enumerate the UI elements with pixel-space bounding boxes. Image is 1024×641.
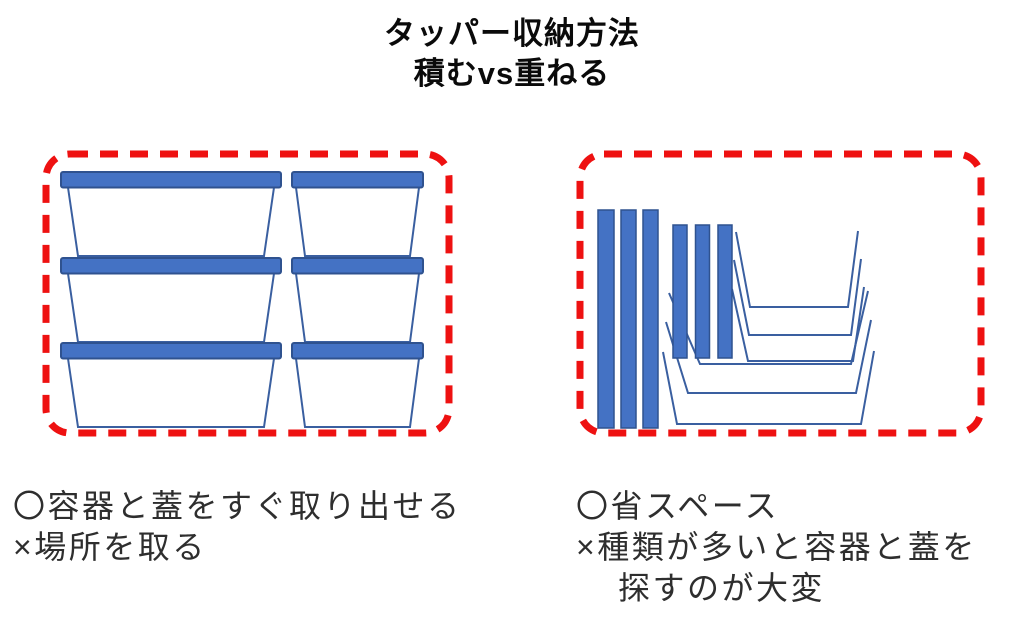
container-lid xyxy=(291,171,424,189)
nested-container-outline xyxy=(733,258,862,336)
container-lid xyxy=(291,257,424,275)
nested-container-outline xyxy=(662,350,875,425)
left-note: 〇容器と蓋をすぐ取り出せる ×場所を取る xyxy=(13,486,462,568)
stacked-container xyxy=(291,257,424,343)
container-lid xyxy=(60,257,282,275)
container-body xyxy=(66,186,276,257)
right-note-con-line1: ×種類が多いと容器と蓋を xyxy=(576,529,977,565)
stacked-container xyxy=(60,171,282,257)
container-lid xyxy=(60,342,282,360)
lid-standing-short xyxy=(672,224,688,359)
stacked-container xyxy=(60,257,282,343)
stacked-container xyxy=(291,171,424,257)
right-note: 〇省スペース ×種類が多いと容器と蓋を 探すのが大変 xyxy=(576,486,977,609)
title-line-2: 積むvs重ねる xyxy=(413,56,611,91)
nested-containers-large xyxy=(662,290,875,425)
nested-container-outline xyxy=(731,286,865,362)
left-note-con: ×場所を取る xyxy=(13,529,207,565)
right-note-pro: 〇省スペース xyxy=(576,488,780,524)
standing-lids-tall xyxy=(597,209,659,429)
title-line-1: タッパー収納方法 xyxy=(384,16,640,51)
container-body xyxy=(294,272,421,343)
container-body xyxy=(66,272,276,343)
stacked-container xyxy=(60,342,282,428)
lid-standing-short xyxy=(717,224,733,359)
lid-standing-tall xyxy=(597,209,615,429)
container-lid xyxy=(291,342,424,360)
right-note-con-line2: 探すのが大変 xyxy=(618,570,826,606)
lid-standing-tall xyxy=(642,209,659,429)
nested-container-outline xyxy=(735,230,859,308)
container-lid xyxy=(60,171,282,189)
lid-standing-short xyxy=(694,224,711,359)
container-body xyxy=(66,357,276,428)
right-dashed-zone xyxy=(576,150,985,437)
stacked-container xyxy=(291,342,424,428)
container-body xyxy=(294,357,421,428)
nested-containers-small xyxy=(731,230,865,362)
page-title: タッパー収納方法 積むvs重ねる xyxy=(0,14,1024,94)
left-note-pro: 〇容器と蓋をすぐ取り出せる xyxy=(13,488,462,524)
lid-standing-tall xyxy=(620,209,637,429)
standing-lids-short xyxy=(672,224,733,359)
container-body xyxy=(294,186,421,257)
